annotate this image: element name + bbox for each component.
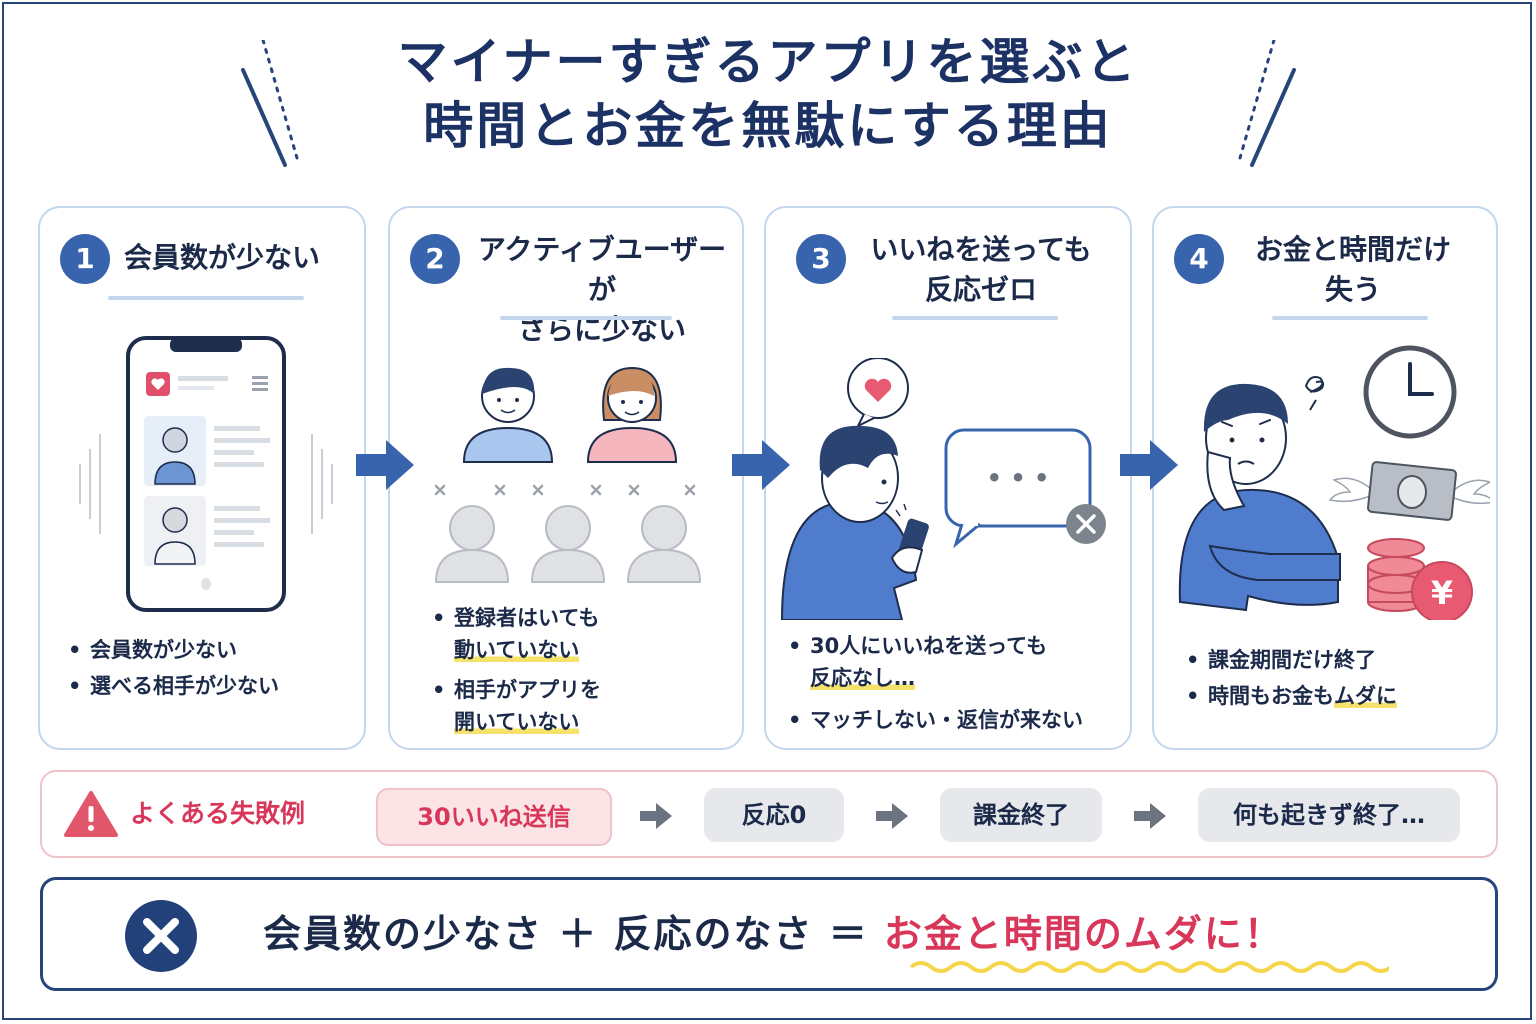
arrow-right-icon [356,440,414,490]
card-3-underline [892,316,1058,320]
warning-icon [64,791,118,837]
card-1: 1 会員数が少ない •会員数が少ない •選べる相手が少ない [38,206,366,750]
card-1-bullet-2: •選べる相手が少ない [68,674,279,698]
arrow-right-icon [1120,440,1178,490]
losing-money-illustration: ¥ [1178,345,1490,620]
wavy-underline [909,961,1389,973]
bubble-dots: • • • [987,464,1050,492]
card-3-title: いいねを送っても 反応ゼロ [870,233,1092,306]
card-1-underline [108,296,304,300]
card-2-number: 2 [410,234,460,284]
title-line-2: 時間とお金を無駄にする理由 [423,97,1113,155]
title-decoration-right [1238,40,1296,167]
card-1-bullet-1: •会員数が少ない [68,638,237,662]
card-2-title: アクティブユーザーが さらに少ない [477,233,727,346]
page-title: マイナーすぎるアプリを選ぶと 時間とお金を無駄にする理由 [0,30,1536,158]
failure-example-bar: よくある失敗例 30いいね送信 反応0 課金終了 何も起きず終了… [40,770,1498,858]
close-icon [1076,514,1096,534]
failure-label: よくある失敗例 [130,799,306,828]
card-4: 4 お金と時間だけ 失う ¥ •課金期間だけ終了 [1152,206,1498,750]
card-2-bullet-2: • 相手がアプリを 開いていない [432,678,601,734]
sending-likes-illustration: • • • [780,358,1106,620]
card-2-underline [500,316,672,320]
users-illustration [434,366,702,583]
card-4-number: 4 [1174,234,1224,284]
card-4-title: お金と時間だけ 失う [1254,233,1451,306]
failure-step-4: 何も起きず終了… [1198,788,1460,842]
cross-icon [125,900,197,972]
yen-coin-label: ¥ [1431,574,1453,612]
title-line-1: マイナーすぎるアプリを選ぶと [397,33,1139,91]
title-decoration-left [241,40,299,167]
failure-step-3: 課金終了 [940,788,1102,842]
arrow-right-icon [1134,803,1166,829]
card-4-underline [1272,316,1428,320]
arrow-right-icon [876,803,908,829]
card-1-number: 1 [60,234,110,284]
arrow-right-icon [732,440,790,490]
card-3-bullet-1: • 30人にいいねを送っても 反応なし… [788,634,1048,690]
card-4-bullet-1: •課金期間だけ終了 [1186,648,1376,672]
phone-illustration [79,336,333,612]
summary-bar: 会員数の少なさ ＋ 反応のなさ ＝ お金と時間のムダに！ [40,877,1498,991]
card-1-title: 会員数が少ない [124,241,321,274]
card-2-bullet-1: • 登録者はいても 動いていない [432,606,600,662]
failure-step-2: 反応0 [704,788,844,842]
card-3-number: 3 [796,234,846,284]
card-2: 2 アクティブユーザーが さらに少ない • 登録者はいても 動いていな [388,206,744,750]
card-3: 3 いいねを送っても 反応ゼロ • • • • 30人にいいねを送っても 反応な… [764,206,1132,750]
card-3-bullet-2: • マッチしない・返信が来ない [788,708,1083,732]
summary-accent: お金と時間のムダに！ [883,912,1284,956]
summary-text: 会員数の少なさ ＋ 反応のなさ ＝ お金と時間のムダに！ [263,912,1284,956]
arrow-right-icon [640,803,672,829]
card-4-bullet-2: •時間もお金もムダに [1186,684,1397,708]
failure-step-1: 30いいね送信 [376,788,612,846]
